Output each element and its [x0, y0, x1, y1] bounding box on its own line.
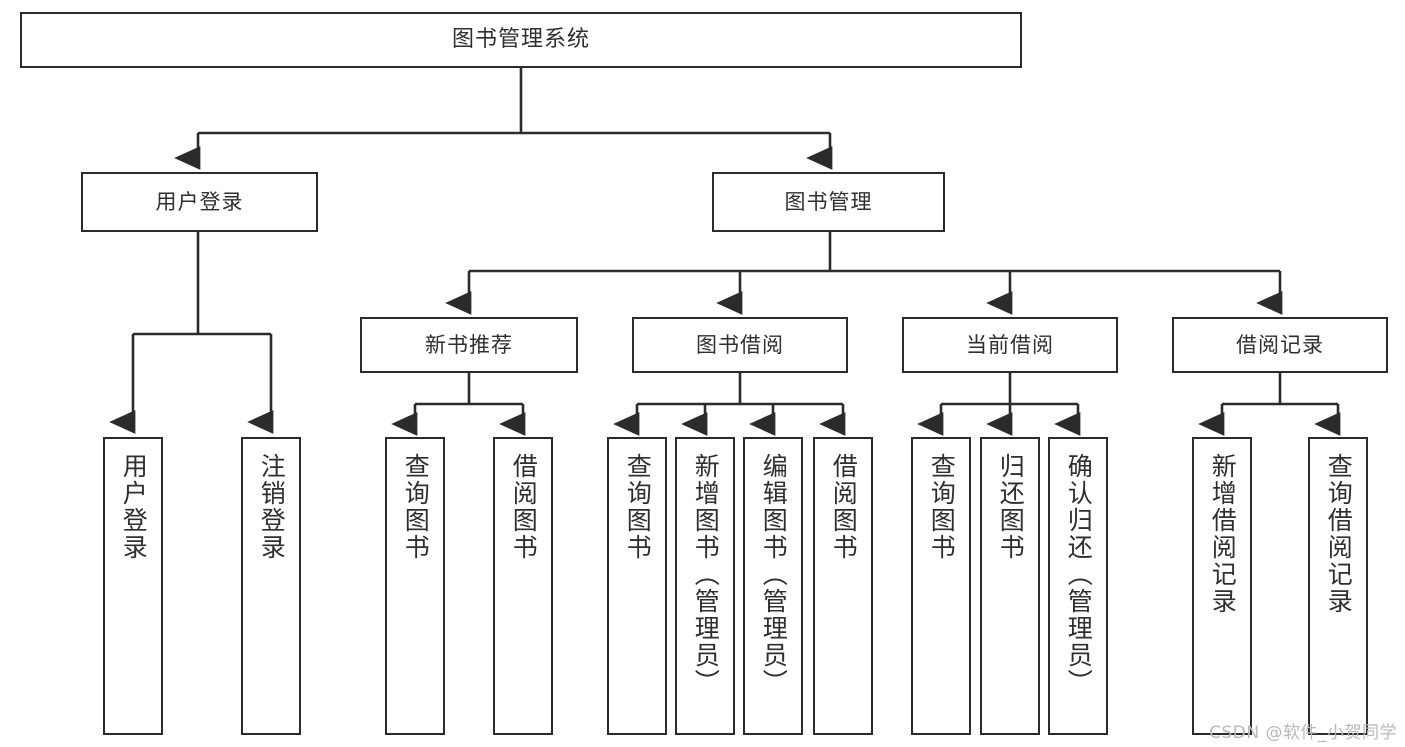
node-label: 编辑图书（管理员）: [759, 453, 789, 696]
node-book-borrowing[interactable]: 图书借阅: [632, 317, 848, 373]
node-user-login[interactable]: 用户登录: [81, 172, 318, 232]
node-label: 新增图书（管理员）: [691, 453, 721, 696]
node-label: 归还图书: [996, 453, 1026, 561]
node-label: 确认归还（管理员）: [1064, 453, 1094, 696]
node-label: 借阅记录: [1236, 332, 1324, 357]
node-label: 图书管理: [784, 189, 873, 214]
node-label: 查询图书: [623, 453, 653, 561]
leaf-current-borrow-return[interactable]: 归还图书: [980, 437, 1040, 735]
node-label: 借阅图书: [829, 453, 859, 561]
node-book-management[interactable]: 图书管理: [712, 172, 945, 232]
leaf-book-borrow-edit-admin[interactable]: 编辑图书（管理员）: [743, 437, 803, 735]
node-label: 新增借阅记录: [1208, 453, 1238, 615]
leaf-new-book-query[interactable]: 查询图书: [385, 437, 445, 735]
leaf-current-borrow-query[interactable]: 查询图书: [911, 437, 971, 735]
node-new-book-recommendation[interactable]: 新书推荐: [360, 317, 578, 373]
node-label: 用户登录: [155, 189, 244, 214]
leaf-current-borrow-confirm-return-admin[interactable]: 确认归还（管理员）: [1048, 437, 1108, 735]
leaf-user-login-logout[interactable]: 注销登录: [241, 437, 301, 735]
node-root-book-management-system[interactable]: 图书管理系统: [20, 12, 1022, 68]
node-label: 注销登录: [257, 453, 287, 561]
leaf-borrow-record-query[interactable]: 查询借阅记录: [1308, 437, 1368, 735]
node-label: 新书推荐: [425, 332, 513, 357]
node-current-borrowing[interactable]: 当前借阅: [902, 317, 1118, 373]
node-label: 用户登录: [119, 453, 149, 561]
node-label: 查询图书: [927, 453, 957, 561]
leaf-borrow-record-add[interactable]: 新增借阅记录: [1192, 437, 1252, 735]
node-label: 图书管理系统: [451, 27, 590, 53]
csdn-watermark: CSDN @软件_小贺同学: [1209, 723, 1397, 743]
node-label: 查询图书: [401, 453, 431, 561]
leaf-book-borrow-query[interactable]: 查询图书: [607, 437, 667, 735]
node-label: 查询借阅记录: [1324, 453, 1354, 615]
node-label: 图书借阅: [696, 332, 784, 357]
leaf-book-borrow-borrow[interactable]: 借阅图书: [813, 437, 873, 735]
node-label: 借阅图书: [509, 453, 539, 561]
leaf-user-login-login[interactable]: 用户登录: [103, 437, 163, 735]
leaf-new-book-borrow[interactable]: 借阅图书: [493, 437, 553, 735]
node-borrowing-records[interactable]: 借阅记录: [1172, 317, 1388, 373]
node-label: 当前借阅: [966, 332, 1054, 357]
leaf-book-borrow-add-admin[interactable]: 新增图书（管理员）: [675, 437, 735, 735]
